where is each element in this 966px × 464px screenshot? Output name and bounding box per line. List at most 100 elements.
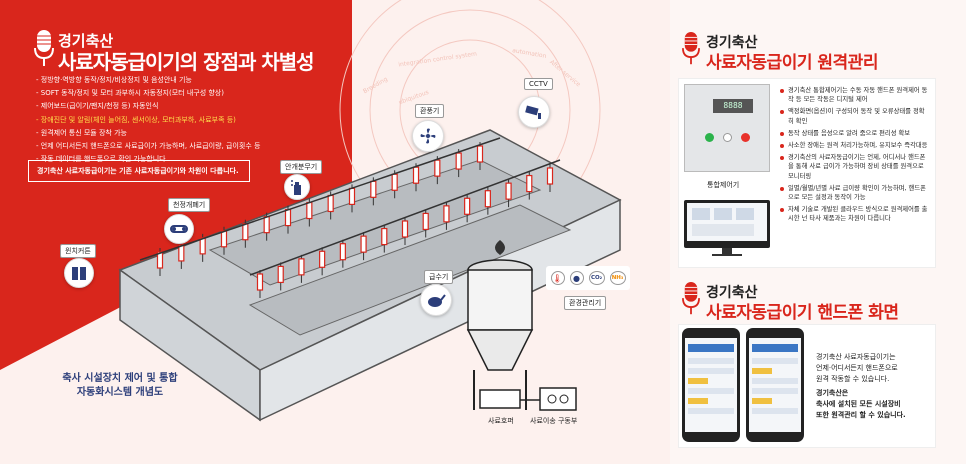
feeder-unit [370, 180, 377, 198]
label-sprayer: 안개분무기 [280, 160, 323, 174]
remote-bullet-list: 경기축산 통합제어기는 수동 자동 핸드폰 원격제어 동작 등 모든 작동은 디… [780, 86, 930, 226]
feed-drive-box [539, 387, 577, 411]
remote-title: 사료자동급이기 원격관리 [706, 53, 878, 73]
label-ceiling-opener: 천정개폐기 [168, 198, 211, 212]
left-title: 사료자동급이기의 장점과 차별성 [58, 50, 315, 74]
left-bullet-list: 정방향·역방향 동작/정지/비상정지 및 음성안내 기능SOFT 동작/정지 및… [36, 74, 336, 166]
left-bullet-item: 작동 데이터를 핸드폰으로 확인 가능합니다. [36, 153, 336, 166]
phone-text1-line-3: 원격 작동할 수 있습니다. [816, 375, 890, 383]
ceiling-opener-icon [164, 214, 194, 244]
left-bullet-item: 원격제어 통신 모듈 장착 가능 [36, 127, 336, 140]
monitor-stand [722, 248, 732, 254]
winch-curtain-icon [64, 258, 94, 288]
feeder-unit [505, 182, 512, 200]
phone-text2-line-2: 축사에 설치된 모든 시설장비 [816, 400, 901, 408]
red-indicator [741, 133, 750, 142]
feeder-unit [443, 205, 450, 223]
controller-display: 8888 [713, 99, 753, 113]
remote-bullet-item: 경기축산 통합제어기는 수동 자동 핸드폰 원격제어 동작 등 모든 작동은 디… [780, 86, 930, 105]
feeder-unit [178, 244, 185, 262]
label-winch-curtain: 윈치커튼 [60, 244, 96, 258]
label-fan: 환풍기 [415, 104, 445, 118]
remote-bullet-item: 경기축산의 사료자동급이기는 언제, 어디서나 핸드폰을 통해 사료 급이가 가… [780, 153, 930, 181]
left-note: 경기축산 사료자동급이기는 기존 사료자동급이기와 차원이 다릅니다. [28, 160, 250, 182]
left-bullet-item: 장애진단 및 알림(체인 늘어짐, 센서이상, 모터과부하, 사료부족 등) [36, 114, 336, 127]
diagram-caption: 축사 시설장치 제어 및 통합 자동화시스템 개념도 [30, 372, 210, 400]
label-water-feeder: 급수기 [424, 270, 454, 284]
remote-bullet-item: 액정화면(옵션)이 구성되어 동작 및 오류상태를 정확히 확인 [780, 107, 930, 126]
remote-bullet-item: 사소한 장애는 원격 처리가능하며, 유지보수 즉각대응 [780, 141, 930, 150]
feeder-unit [360, 235, 367, 253]
controller-caption: 통합제어기 [707, 181, 740, 189]
microphone-icon [34, 30, 54, 66]
water-drop-icon: ● [569, 271, 584, 285]
feeder-unit [156, 251, 164, 269]
white-indicator [723, 133, 732, 142]
feeder-unit [348, 187, 356, 206]
feeder-unit [263, 216, 270, 234]
feeder-unit [401, 220, 409, 238]
feeder-unit [327, 194, 334, 213]
monitor-icon [684, 200, 770, 248]
phone-mockup-1 [682, 328, 740, 442]
left-bullet-item: SOFT 동작/정지 및 모터 과부하시 자동정지(모터 내구성 향상) [36, 87, 336, 100]
nh3-icon: NH₃ [609, 271, 626, 285]
left-bullet-item: 언제 어디서든지 핸드폰으로 사료급이가 가능하며, 사료급이량, 급이횟수 등 [36, 140, 336, 153]
thermometer-icon: 🌡 [550, 271, 565, 285]
feeder-unit [391, 173, 398, 191]
feeder-unit [412, 166, 420, 184]
feeder-unit [256, 273, 264, 291]
feeder-unit [319, 250, 326, 268]
feeder-unit [199, 237, 206, 255]
phone-text2-line-3: 또한 원격관리 할 수 있습니다. [816, 411, 906, 419]
feed-silo [466, 240, 534, 410]
microphone-icon-phone [682, 282, 700, 315]
phone-description-2: 경기축산은 축사에 설치된 모든 시설장비 또한 원격관리 할 수 있습니다. [816, 388, 906, 421]
feeder-unit [434, 159, 441, 177]
remote-bullet-item: 동작 상태를 음성으로 알려 줌으로 편리성 확보 [780, 129, 930, 138]
left-subtitle: 경기축산 [58, 32, 114, 50]
phone-text1-line-1: 경기축산 사료자동급이기는 [816, 353, 896, 361]
left-bullet-item: 제어보드(급이기/팬지/천정 등) 자동인식 [36, 100, 336, 113]
phone-mockup-2 [746, 328, 804, 442]
phone-text2-line-1: 경기축산은 [816, 389, 849, 397]
feeder-unit [546, 167, 554, 185]
controller-panel: 8888 [684, 84, 770, 172]
monitor-base [712, 254, 742, 256]
remote-bullet-item: 자체 기술로 개발된 클라우드 방식으로 원격제어를 출시한 넌 타사 제품과는… [780, 205, 930, 224]
feeder-unit [381, 227, 388, 246]
fan-icon [412, 120, 444, 152]
feeder-unit [484, 190, 491, 208]
sprayer-icon [284, 174, 310, 200]
feeder-unit [242, 223, 249, 241]
remote-subtitle: 경기축산 [706, 35, 758, 51]
co2-icon: CO₂ [588, 271, 605, 285]
phone-description-1: 경기축산 사료자동급이기는 언제·어디서든지 핸드폰으로 원격 작동할 수 있습… [816, 352, 898, 385]
label-feed-hopper: 사료호퍼 [488, 417, 514, 425]
feeder-unit [422, 212, 429, 231]
label-env-manager: 환경관리기 [564, 296, 607, 310]
microphone-icon-remote [682, 32, 700, 65]
feeder-unit [298, 258, 305, 276]
caption-line-1: 축사 시설장치 제어 및 통합 [62, 373, 178, 384]
feeder-unit [476, 145, 484, 163]
feeder-unit [277, 265, 284, 284]
caption-line-2: 자동화시스템 개념도 [76, 387, 164, 398]
cctv-icon [518, 96, 550, 128]
phone-subtitle: 경기축산 [706, 285, 758, 301]
left-bullet-item: 정방향·역방향 동작/정지/비상정지 및 음성안내 기능 [36, 74, 336, 87]
phone-title: 사료자동급이기 핸드폰 화면 [706, 303, 899, 323]
phone-text1-line-2: 언제·어디서든지 핸드폰으로 [816, 364, 898, 372]
label-feed-drive: 사료이송 구동부 [530, 417, 578, 425]
watering-can-icon [420, 284, 452, 316]
feeder-unit [464, 197, 471, 215]
feeder-unit [455, 152, 462, 170]
remote-bullet-item: 일별/월별/년별 사료 급이량 확인이 가능하며, 핸드폰으로 모든 설정과 동… [780, 184, 930, 203]
feeder-unit [220, 230, 228, 248]
label-cctv: CCTV [524, 78, 553, 90]
green-indicator [705, 133, 714, 142]
feeder-unit [306, 201, 313, 220]
env-manager-box: 🌡 ● CO₂ NH₃ [546, 266, 630, 290]
feeder-unit [284, 208, 292, 227]
feeder-unit [339, 243, 346, 261]
